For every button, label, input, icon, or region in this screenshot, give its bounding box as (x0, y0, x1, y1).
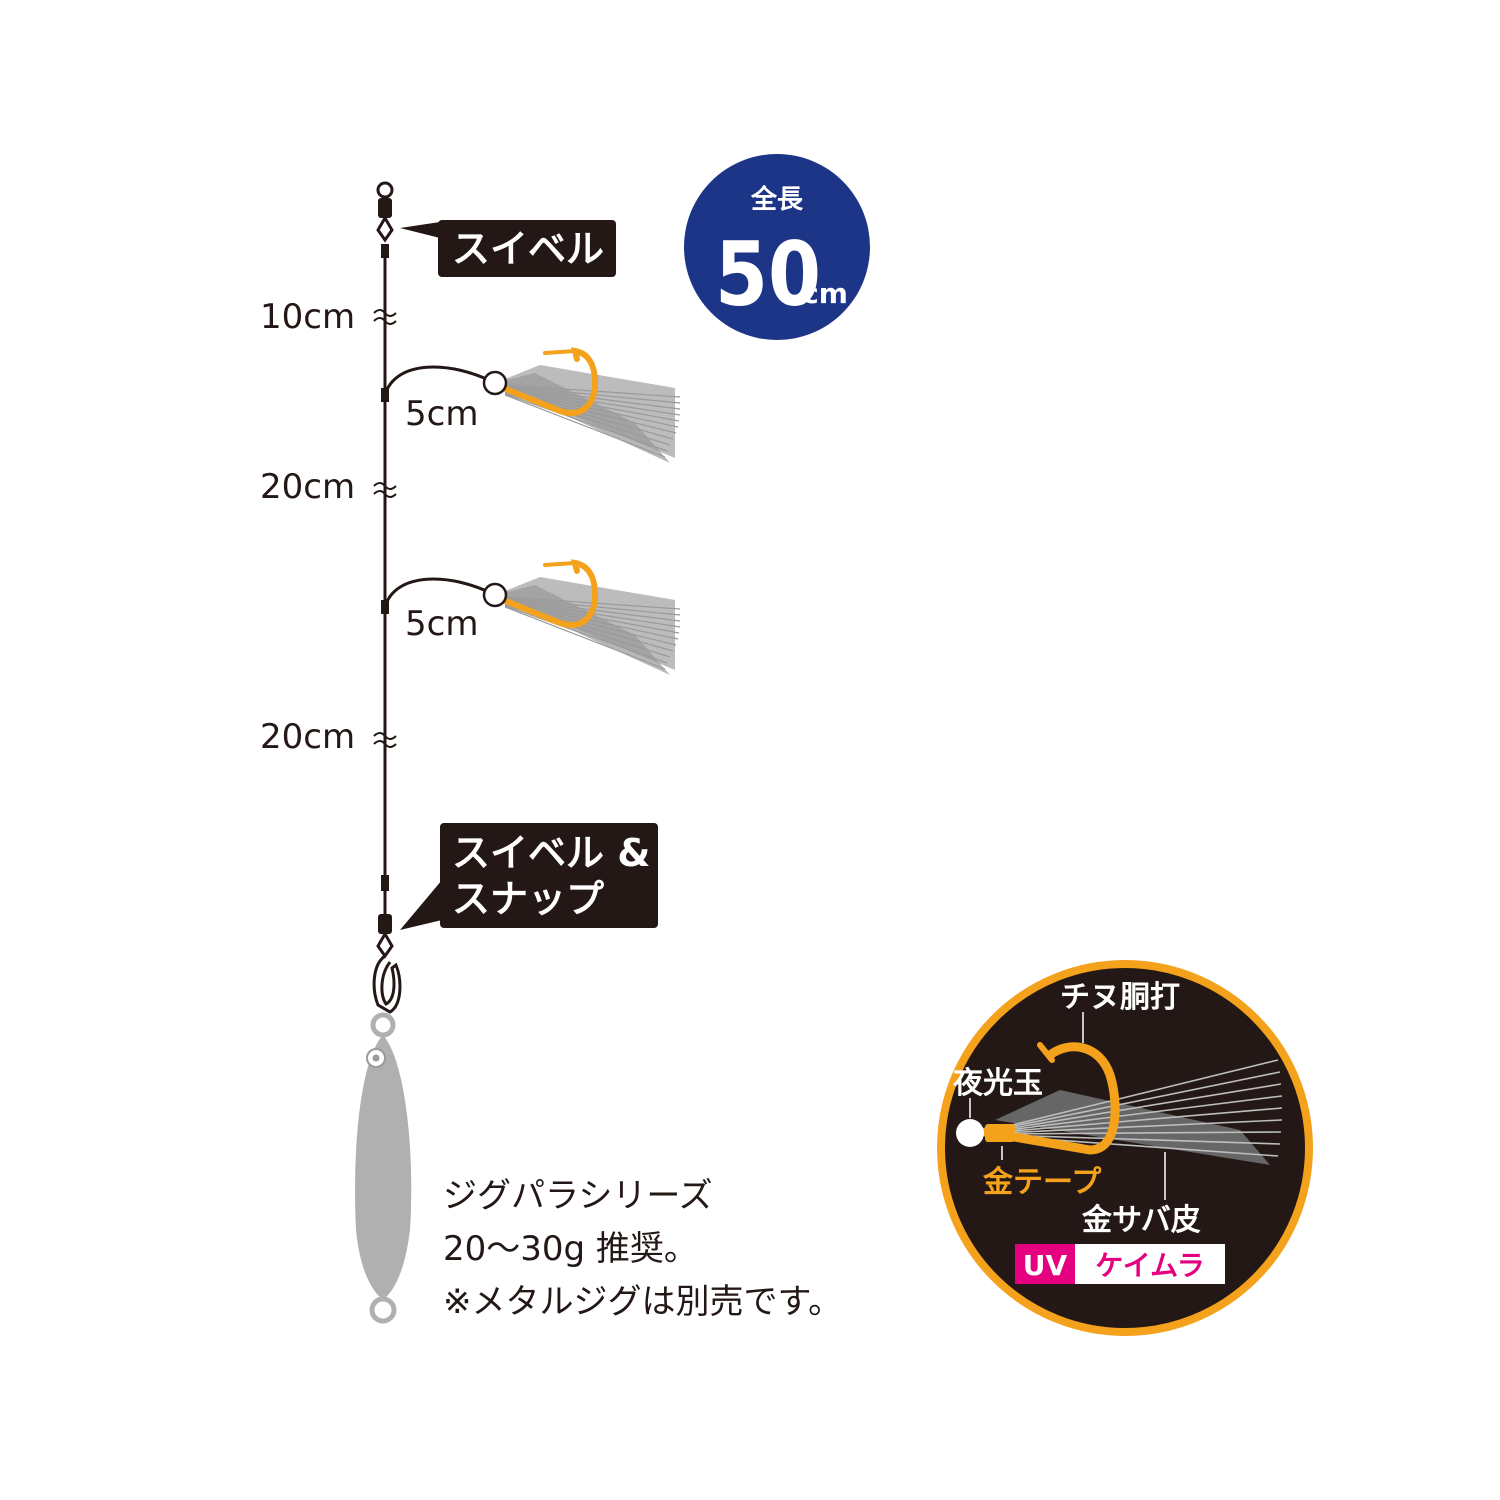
break-mark-middle (373, 482, 397, 498)
detail-zoom-circle: チヌ胴打 夜光玉 金テープ 金サバ皮 UV ケイムラ (937, 960, 1313, 1336)
swivel-label: スイベル (452, 227, 604, 271)
dimension-branch-2: 5cm (405, 604, 478, 644)
break-mark-bottom (373, 732, 397, 748)
total-length-label: 全長 (750, 184, 804, 215)
branch-1 (381, 351, 680, 463)
total-length-value: 50 (715, 223, 821, 326)
branch-2 (381, 563, 680, 675)
uv-keimura-badge: UV ケイムラ (1015, 1244, 1225, 1284)
detail-bead-label: 夜光玉 (952, 1066, 1043, 1101)
swivel-snap-label-line2: スナップ (452, 877, 604, 921)
metal-jig-icon (355, 1012, 412, 1324)
dimension-branch-1: 5cm (405, 394, 478, 434)
gold-tape-icon (985, 1124, 1015, 1142)
detail-tape-label: 金テープ (982, 1165, 1102, 1200)
swivel-callout: スイベル (400, 220, 616, 277)
dimension-middle: 20cm (260, 467, 355, 507)
uv-label-text: ケイムラ (1095, 1249, 1204, 1282)
swivel-snap-callout: スイベル & スナップ (400, 823, 658, 930)
note-line-3: ※メタルジグは別売です。 (443, 1282, 842, 1322)
detail-skin-label: 金サバ皮 (1081, 1203, 1201, 1238)
bottom-swivel-snap-icon (372, 875, 402, 1014)
total-length-unit: cm (802, 277, 848, 310)
note-line-1: ジグパラシリーズ (443, 1176, 713, 1216)
glow-bead-icon (956, 1119, 984, 1147)
swivel-snap-label-line1: スイベル & (452, 831, 650, 875)
dimension-bottom: 20cm (260, 717, 355, 757)
uv-badge-text: UV (1023, 1249, 1068, 1282)
detail-hook-label: チヌ胴打 (1060, 980, 1180, 1015)
dimension-top: 10cm (260, 297, 355, 337)
skin-filaments (999, 1059, 1283, 1157)
note-line-2: 20〜30g 推奨。 (443, 1229, 698, 1269)
total-length-badge: 全長 50 cm (684, 154, 870, 340)
break-mark-top (373, 309, 397, 325)
top-swivel-icon (376, 181, 394, 258)
hook-icon (980, 1042, 1120, 1155)
